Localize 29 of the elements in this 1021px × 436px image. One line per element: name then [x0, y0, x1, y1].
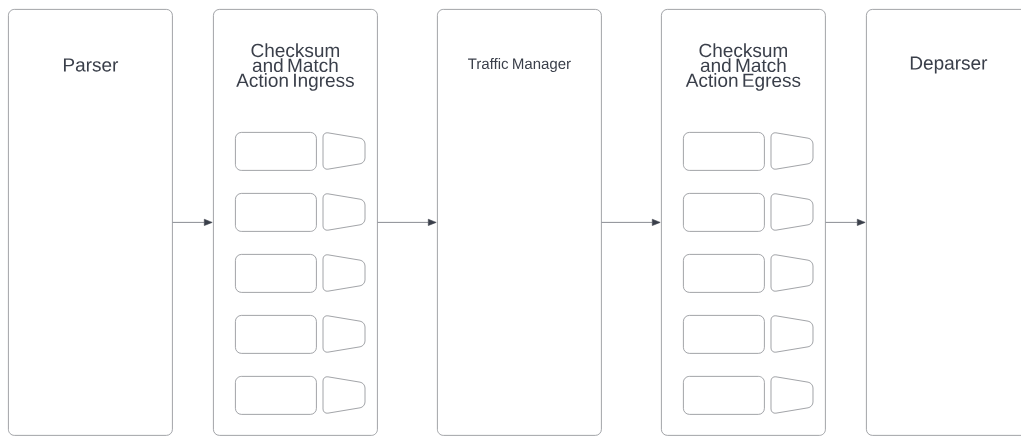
table-box	[235, 193, 317, 232]
table-box	[683, 132, 765, 171]
table-box	[683, 315, 765, 354]
table-box	[235, 315, 317, 354]
stage-box: Checksum and Match Action Ingress	[213, 9, 378, 436]
stage-box: Parser	[8, 9, 173, 436]
action-shape	[770, 254, 814, 292]
action-shape	[770, 376, 814, 414]
table-box	[235, 254, 317, 293]
arrow	[377, 218, 437, 226]
arrow	[825, 218, 866, 226]
stage-box: Traffic Manager	[437, 9, 602, 436]
table-box	[235, 132, 317, 171]
action-shape	[322, 132, 366, 170]
action-shape	[770, 132, 814, 170]
stage-box: Checksum and Match Action Egress	[661, 9, 826, 436]
table-box	[235, 376, 317, 415]
stage-box: Deparser	[866, 9, 1021, 436]
table-box	[683, 193, 765, 232]
action-shape	[322, 315, 366, 353]
action-shape	[322, 193, 366, 231]
action-shape	[322, 254, 366, 292]
action-shape	[322, 376, 366, 414]
table-box	[683, 376, 765, 415]
action-shape	[770, 315, 814, 353]
arrow	[172, 218, 213, 226]
action-shape	[770, 193, 814, 231]
table-box	[683, 254, 765, 293]
arrow	[601, 218, 661, 226]
